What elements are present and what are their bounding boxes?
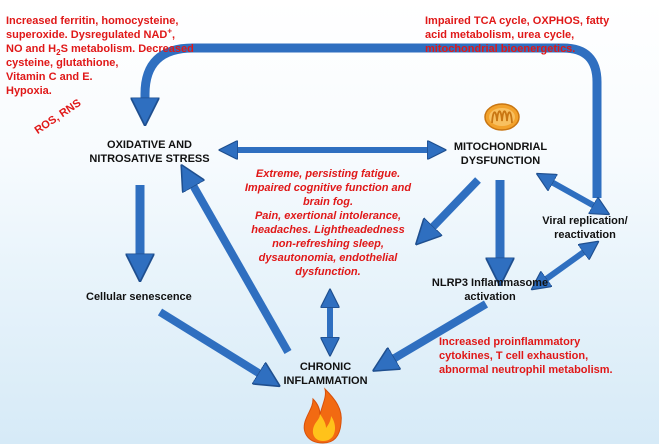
node-label: CHRONIC bbox=[299, 361, 352, 373]
node-label: INFLAMMATION bbox=[283, 375, 368, 387]
note-line: NO and H2S metabolism. Decreased bbox=[6, 43, 194, 58]
mitochondrion-icon bbox=[484, 103, 520, 131]
note-line: superoxide. Dysregulated NAD+, bbox=[6, 26, 176, 41]
node-label: Viral replication/ bbox=[542, 215, 628, 227]
node-label: DYSFUNCTION bbox=[460, 155, 541, 167]
note-line: cysteine, glutathione, bbox=[6, 57, 119, 69]
node-label: NLRP3 Inflammasome bbox=[431, 277, 549, 289]
cellular-senescence-node: Cellular senescence bbox=[86, 291, 192, 303]
note-line: Impaired TCA cycle, OXPHOS, fatty bbox=[425, 15, 610, 27]
note-line: acid metabolism, urea cycle, bbox=[425, 29, 575, 41]
symptom-line: dysfunction. bbox=[295, 266, 361, 278]
symptom-line: Pain, exertional intolerance, bbox=[254, 210, 402, 222]
note-line: Hypoxia. bbox=[6, 85, 52, 97]
symptom-line: headaches. Lightheadedness bbox=[251, 224, 405, 236]
node-label: activation bbox=[464, 291, 516, 303]
node-label: reactivation bbox=[554, 229, 616, 241]
senescence-inflammation-arrow bbox=[157, 308, 265, 377]
nlrp3-node: NLRP3 Inflammasome activation bbox=[425, 276, 555, 304]
oxidative-stress-node: OXIDATIVE AND NITROSATIVE STRESS bbox=[72, 138, 227, 166]
mito-dysfunction-node: MITOCHONDRIAL DYSFUNCTION bbox=[438, 140, 563, 168]
mito-symptoms-arrow bbox=[428, 177, 481, 232]
note-line: Increased ferritin, homocysteine, bbox=[6, 15, 179, 27]
symptom-line: Extreme, persisting fatigue. bbox=[255, 168, 401, 180]
note-line: cytokines, T cell exhaustion, bbox=[439, 350, 589, 362]
note-line: Increased proinflammatory bbox=[439, 336, 581, 348]
node-label: MITOCHONDRIAL bbox=[453, 141, 548, 153]
inflammation-oxidative-arrow bbox=[190, 180, 292, 354]
nlrp3-inflammation-arrow bbox=[388, 300, 489, 362]
cytokine-note: Increased proinflammatory cytokines, T c… bbox=[439, 335, 654, 377]
note-line: abnormal neutrophil metabolism. bbox=[439, 364, 613, 376]
viral-nlrp3-arrow bbox=[542, 249, 588, 282]
note-line: Vitamin C and E. bbox=[6, 71, 93, 83]
oxidative-causes-note: Increased ferritin, homocysteine, supero… bbox=[6, 14, 246, 98]
symptom-line: Impaired cognitive function and bbox=[244, 182, 412, 194]
flame-icon bbox=[303, 387, 342, 444]
node-label: OXIDATIVE AND bbox=[107, 139, 192, 151]
symptoms-text: Extreme, persisting fatigue. Impaired co… bbox=[223, 167, 433, 279]
feedback-loop-arrow bbox=[145, 43, 602, 198]
node-label: NITROSATIVE STRESS bbox=[89, 153, 210, 165]
chronic-inflammation-node: CHRONIC INFLAMMATION bbox=[263, 360, 388, 388]
viral-replication-node: Viral replication/ reactivation bbox=[520, 214, 650, 242]
note-line: mitochondrial bioenergetics. bbox=[425, 43, 576, 55]
symptom-line: dysautonomia, endothelial bbox=[258, 252, 398, 264]
mito-viral-arrow bbox=[548, 180, 598, 208]
mito-causes-note: Impaired TCA cycle, OXPHOS, fatty acid m… bbox=[425, 14, 650, 56]
symptom-line: brain fog. bbox=[302, 196, 354, 208]
symptom-line: non-refreshing sleep, bbox=[272, 238, 384, 250]
